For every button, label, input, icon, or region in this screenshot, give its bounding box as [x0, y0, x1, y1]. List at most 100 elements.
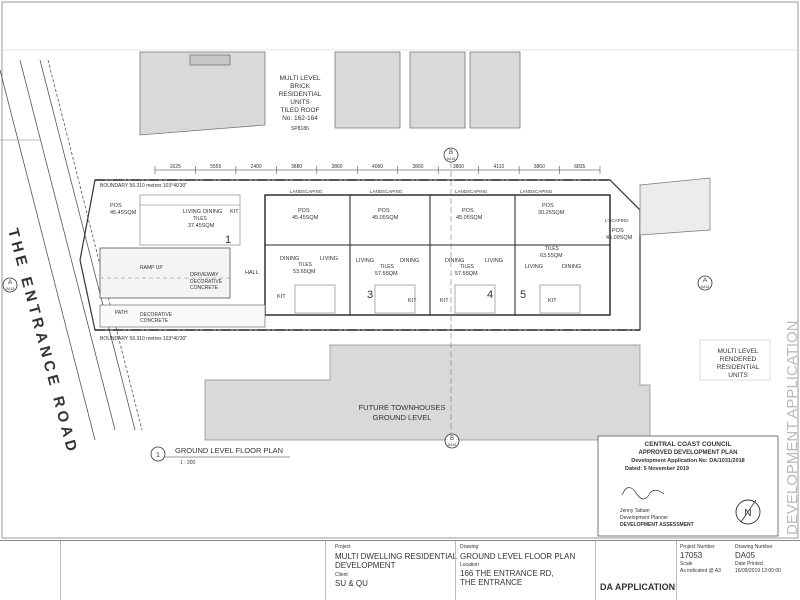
- landscaping-labels: LANDSCAPING LANDSCAPING LANDSCAPING LAND…: [290, 189, 629, 223]
- landscaping-1: LANDSCAPING: [290, 189, 323, 194]
- unit-5-area: 63.55QM: [540, 253, 563, 259]
- project-line-1: MULTI DWELLING RESIDENTIAL: [335, 552, 458, 561]
- unit-1-room-kit: KIT: [230, 209, 239, 215]
- stamp-council: CENTRAL COAST COUNCIL: [645, 441, 732, 448]
- unit-2-pos-area: 45.45SQM: [292, 215, 319, 221]
- dimension-label: 3860: [534, 164, 545, 170]
- stamp-approved: APPROVED DEVELOPMENT PLAN: [638, 450, 737, 456]
- driveway: DRIVEWAY DECORATIVE CONCRETE RAMP UP: [99, 247, 231, 299]
- unit-5-pos-area: 30.25SQM: [538, 210, 565, 216]
- stamp-date: Dated: 5 November 2019: [625, 466, 689, 472]
- east-label-3: RESIDENTIAL: [717, 364, 760, 371]
- location-line-2: THE ENTRANCE: [460, 578, 523, 587]
- bottom-boundary-label: BOUNDARY 56.310 metres 103°40'30": [100, 336, 187, 342]
- drawing-number-label: Drawing Number: [735, 544, 773, 550]
- unit-5-number: 5: [520, 289, 526, 301]
- drawing-number-value: DA05: [735, 551, 756, 560]
- north-label-2: BRICK: [290, 83, 311, 90]
- unit-3-area: 57.55QM: [375, 271, 398, 277]
- stamp-officer-role: Development Planner: [620, 515, 668, 521]
- driveway-label: DRIVEWAY: [190, 272, 219, 278]
- unit-party-walls: [265, 195, 610, 315]
- stamp-department: DEVELOPMENT ASSESSMENT: [620, 522, 694, 528]
- hall-label: HALL: [245, 270, 259, 276]
- east-pos: POS 45.09SQM: [606, 228, 633, 241]
- dimension-label: 3880: [291, 164, 302, 170]
- east-label-2: RENDERED: [720, 356, 757, 363]
- unit-5-pos: POS: [542, 203, 554, 209]
- da-application-label: DA APPLICATION: [600, 582, 676, 592]
- section-b-sheet-south: DA16: [448, 443, 457, 447]
- north-label-5: TILED ROOF: [280, 107, 319, 114]
- section-marker-a-east: A DA15: [697, 275, 713, 291]
- unit-1: POS 45.45SQM LIVING DINING KIT TILES 37.…: [110, 203, 239, 246]
- path-material-1: DECORATIVE: [140, 312, 173, 318]
- unit-3: POS 45.05SQM LIVING DINING TILES 57.55QM…: [356, 208, 419, 304]
- townhouse-footprint: [264, 194, 611, 316]
- unit-2-area: 53.65QM: [293, 269, 316, 275]
- east-label-4: UNITS: [728, 372, 748, 379]
- unit-5-tiles: TILES: [545, 246, 560, 252]
- unit-4-room-living: LIVING: [485, 258, 503, 264]
- top-boundary-label: BOUNDARY 56.310 metres 103°40'30": [100, 183, 187, 189]
- scale-value: As indicated @ A3: [680, 568, 721, 574]
- unit-5-room-living: LIVING: [525, 264, 543, 270]
- internal-walls: [139, 194, 581, 314]
- stamp-da-number: Development Application No: DA/1031/2018: [631, 458, 745, 464]
- unit-4-pos: POS: [462, 208, 474, 214]
- section-a-letter-east: A: [703, 278, 707, 284]
- project-label: Project: [335, 544, 351, 550]
- stamp-officer: Jenny Tattam: [620, 508, 650, 514]
- north-label-4: UNITS: [290, 99, 310, 106]
- dimension-label: 5555: [210, 164, 221, 170]
- unit-2-room-dining: DINING: [280, 256, 299, 262]
- section-marker-a-west: A DA15: [2, 277, 18, 293]
- north-arrow-letter: N: [744, 508, 751, 519]
- unit-2-pos: POS: [298, 208, 310, 214]
- section-a-sheet-east: DA15: [701, 285, 710, 289]
- unit-2-room-living: LIVING: [320, 256, 338, 262]
- section-a-sheet-west: DA15: [6, 287, 15, 291]
- scale-label: Scale: [680, 561, 693, 567]
- unit-3-pos: POS: [378, 208, 390, 214]
- driveway-material-2: CONCRETE: [190, 285, 219, 291]
- title-block: Project MULTI DWELLING RESIDENTIAL DEVEL…: [0, 540, 800, 600]
- landscaping-4: LANDSCAPING: [520, 189, 553, 194]
- project-number-value: 17053: [680, 551, 703, 560]
- unit-4-room-dining: DINING: [445, 258, 464, 264]
- section-b-letter-north: B: [449, 150, 453, 156]
- dimension-label: 2400: [251, 164, 262, 170]
- section-marker-b-south: B DA16: [444, 433, 460, 449]
- plan-title-number: 1: [156, 452, 160, 459]
- architect-panel: [85, 541, 326, 600]
- unit-2: POS 45.45SQM DINING LIVING TILES 53.65QM…: [245, 208, 338, 300]
- north-label-6: No. 162-164: [282, 115, 318, 122]
- project-line-2: DEVELOPMENT: [335, 561, 396, 570]
- dimension-label: 3860: [453, 164, 464, 170]
- south-future-townhouses: FUTURE TOWNHOUSES GROUND LEVEL: [204, 344, 651, 441]
- unit-1-pos-area: 45.45SQM: [110, 210, 137, 216]
- east-label-1: MULTI LEVEL: [717, 348, 758, 355]
- dimension-label: 6835: [574, 164, 585, 170]
- unit-4-number: 4: [487, 289, 493, 301]
- unit-4: POS 45.05SQM DINING LIVING TILES 57.55QM…: [440, 208, 503, 304]
- north-label-3: RESIDENTIAL: [279, 91, 322, 98]
- unit-4-pos-area: 45.05SQM: [456, 215, 483, 221]
- section-b-letter-south: B: [450, 436, 454, 442]
- unit-3-pos-area: 45.05SQM: [372, 215, 399, 221]
- drawing-value: GROUND LEVEL FLOOR PLAN: [460, 552, 576, 561]
- unit-3-tiles: TILES: [380, 264, 395, 270]
- unit-3-room-kit: KIT: [408, 298, 417, 304]
- plan-title: 1 GROUND LEVEL FLOOR PLAN 1 : 200: [150, 446, 290, 466]
- path-material-2: CONCRETE: [140, 318, 169, 324]
- landscaping-5: L'SCAPING: [605, 218, 629, 223]
- east-pos-area: 45.09SQM: [606, 235, 633, 241]
- landscaping-2: LANDSCAPING: [370, 189, 403, 194]
- unit-4-area: 57.55QM: [455, 271, 478, 277]
- north-neighbour-label: MULTI LEVEL BRICK RESIDENTIAL UNITS TILE…: [279, 75, 322, 132]
- plan-title-text: GROUND LEVEL FLOOR PLAN: [175, 446, 283, 455]
- date-printed-label: Date Printed: [735, 561, 763, 567]
- north-lot-number: SP8186: [291, 126, 309, 132]
